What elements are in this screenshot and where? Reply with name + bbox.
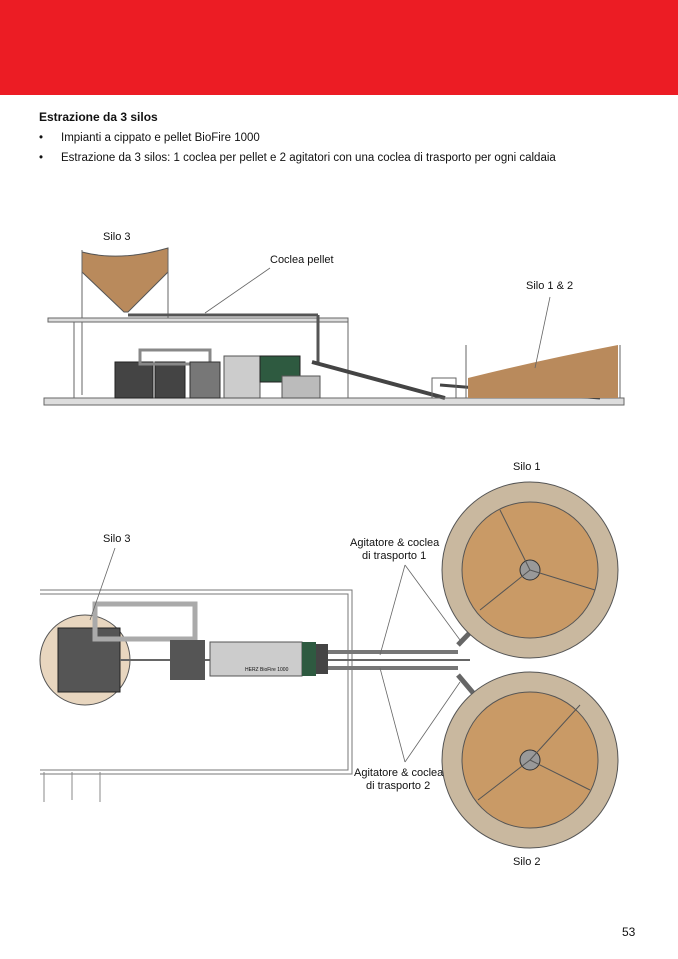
bullet-item: Estrazione da 3 silos: 1 coclea per pell… — [39, 148, 556, 168]
bullet-list: Impianti a cippato e pellet BioFire 1000… — [39, 128, 556, 168]
label-boiler: HERZ BioFire 1000 — [245, 667, 289, 673]
header-banner — [0, 0, 678, 95]
label-agitatore-1-line2: di trasporto 1 — [362, 550, 426, 562]
silo3-hopper — [81, 247, 169, 313]
bullet-item: Impianti a cippato e pellet BioFire 1000 — [39, 128, 556, 148]
label-agitatore-2-line2: di trasporto 2 — [366, 780, 430, 792]
label-silo2: Silo 2 — [513, 856, 541, 868]
top-view-diagram: HERZ BioFire 1000 Silo 1 Silo 2 Silo 3 A… — [39, 461, 619, 868]
label-coclea-pellet: Coclea pellet — [270, 254, 334, 266]
side-view-diagram: Silo 3 Coclea pellet Silo 1 & 2 — [43, 231, 625, 406]
label-agitatore-2-line1: Agitatore & coclea — [354, 767, 444, 779]
label-silo3: Silo 3 — [103, 231, 131, 243]
door — [43, 772, 101, 802]
wood-chip-pile — [468, 345, 618, 398]
page-number: 53 — [622, 925, 636, 939]
label-agitatore-1-line1: Agitatore & coclea — [350, 537, 440, 549]
label-silo3-top: Silo 3 — [103, 533, 131, 545]
label-silo-1-2: Silo 1 & 2 — [526, 280, 573, 292]
label-silo1: Silo 1 — [513, 461, 541, 473]
section-title: Estrazione da 3 silos — [39, 110, 158, 124]
